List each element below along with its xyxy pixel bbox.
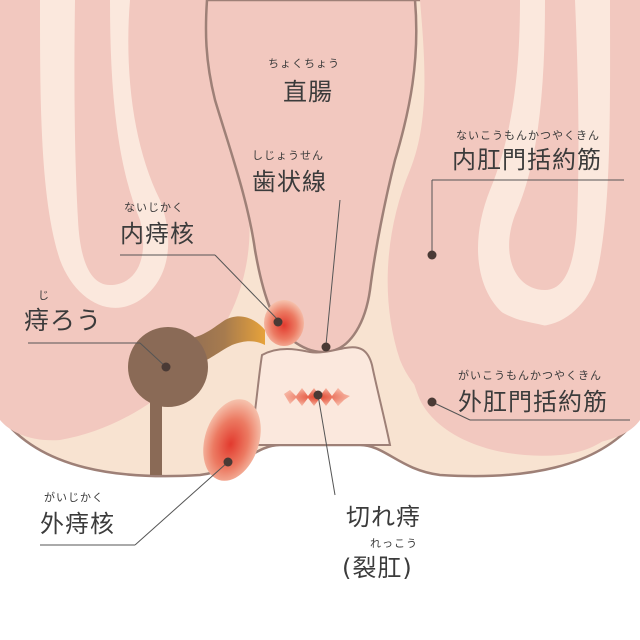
fistula-dot [161, 362, 171, 372]
rectum-label: 直腸 [283, 78, 333, 106]
marker-dots [161, 250, 437, 467]
dentate-dot [321, 342, 331, 352]
anal-fistula-channel [150, 380, 162, 475]
external-hemorrhoid-dot [223, 457, 233, 467]
left-lobe [74, 0, 144, 285]
anal-fistula-label: 痔ろう [24, 306, 103, 335]
rectum-shape [204, 0, 418, 354]
external-sphincter-ruby: がいこうもんかつやくきん [458, 369, 602, 382]
external-sphincter-leader-d [431, 401, 471, 421]
internal-hemorrhoid-label: 内痔核 [120, 220, 195, 248]
internal-hemorrhoid-dot [273, 317, 283, 327]
internal-hemorrhoid-ruby: ないじかく [124, 201, 184, 214]
right-lower-lobe [399, 190, 625, 456]
dentate-line-ruby: しじょうせん [252, 149, 324, 162]
internal-sphincter-label: 内肛門括約筋 [452, 146, 602, 174]
anal-fissure-ruby: れっこう [370, 537, 418, 550]
fissure-leader [317, 394, 336, 496]
external-hemorrhoid-ruby: がいじかく [44, 491, 104, 504]
external-hemorrhoid-label: 外痔核 [40, 510, 115, 538]
dentate-leader [325, 199, 341, 346]
fissure-dot [313, 390, 323, 400]
anal-fissure-sub-label: (裂肛) [342, 554, 413, 582]
internal-hemorrhoid-leader-d [214, 254, 281, 323]
internal-sphincter-dot [427, 250, 437, 260]
external-sphincter-dot [427, 397, 437, 407]
external-sphincter-label: 外肛門括約筋 [458, 388, 608, 416]
anal-fissure-label: 切れ痔 [346, 503, 421, 531]
internal-sphincter-ruby: ないこうもんかつやくきん [456, 129, 600, 142]
external-hemorrhoid-shape [203, 399, 261, 481]
fistula-leader-d [139, 342, 167, 368]
right-lobe [509, 0, 579, 290]
rectum-ruby: ちょくちょう [268, 57, 340, 70]
dentate-line-label: 歯状線 [252, 168, 327, 196]
leader-lines [28, 179, 630, 546]
external-hemorrhoid-leader-d [134, 461, 229, 546]
internal-hemorrhoid-shape [264, 300, 304, 346]
anal-fistula-ruby: じ [38, 289, 50, 302]
